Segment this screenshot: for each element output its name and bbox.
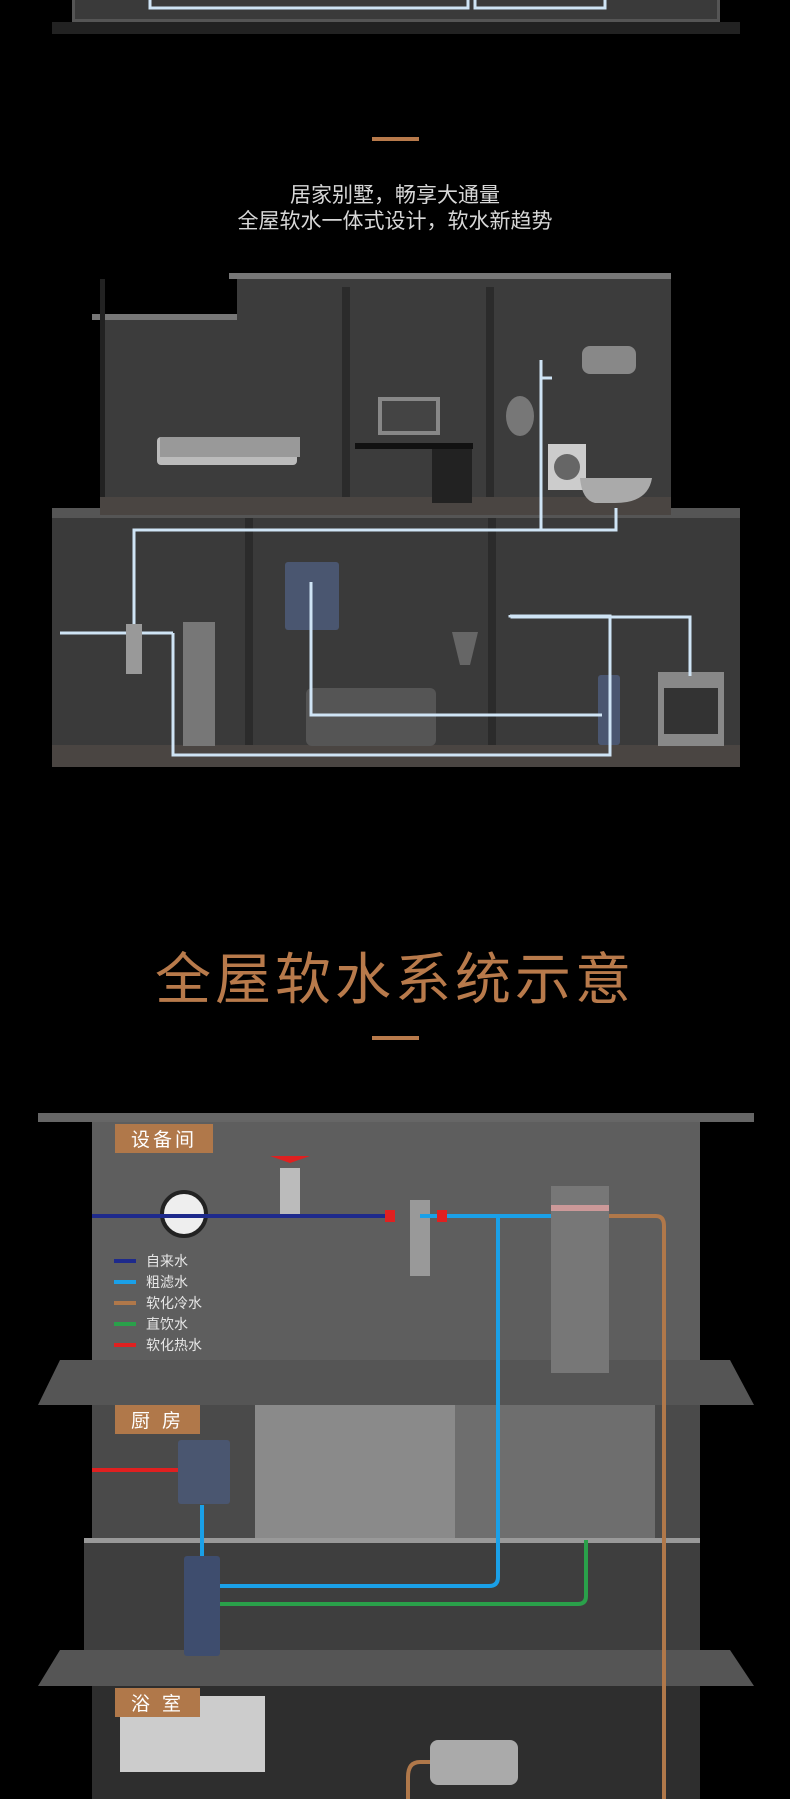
top-house-floor — [52, 22, 740, 34]
legend-label: 自来水 — [146, 1253, 188, 1270]
divider-dash — [372, 137, 419, 141]
room-tag-kitchen: 厨 房 — [115, 1405, 201, 1434]
pipe-legend: 自来水 粗滤水 软化冷水 直饮水 软化热水 — [114, 1250, 202, 1355]
legend-item: 自来水 — [114, 1250, 202, 1271]
legend-label: 软化热水 — [146, 1337, 202, 1354]
legend-swatch — [114, 1321, 136, 1326]
intro-line2: 全屋软水一体式设计，软水新趋势 — [237, 209, 553, 233]
legend-item: 软化冷水 — [114, 1292, 202, 1313]
legend-label: 直饮水 — [146, 1316, 188, 1333]
divider-dash-2 — [372, 1036, 419, 1040]
legend-item: 软化热水 — [114, 1334, 202, 1355]
legend-swatch — [114, 1258, 136, 1263]
legend-swatch — [114, 1279, 136, 1284]
legend-label: 粗滤水 — [146, 1274, 188, 1291]
legend-swatch — [114, 1300, 136, 1305]
section-title: 全屋软水系统示意 — [155, 948, 635, 1013]
room-tag-bathroom: 浴 室 — [115, 1688, 201, 1717]
top-pipes — [148, 0, 607, 10]
legend-item: 直饮水 — [114, 1313, 202, 1334]
legend-label: 软化冷水 — [146, 1295, 202, 1312]
legend-item: 粗滤水 — [114, 1271, 202, 1292]
room-tag-equipment: 设备间 — [115, 1124, 214, 1153]
top-house-base — [72, 0, 720, 22]
intro-line1: 居家别墅，畅享大通量 — [290, 183, 500, 207]
legend-swatch — [114, 1342, 136, 1347]
villa-cross-section — [52, 273, 740, 767]
